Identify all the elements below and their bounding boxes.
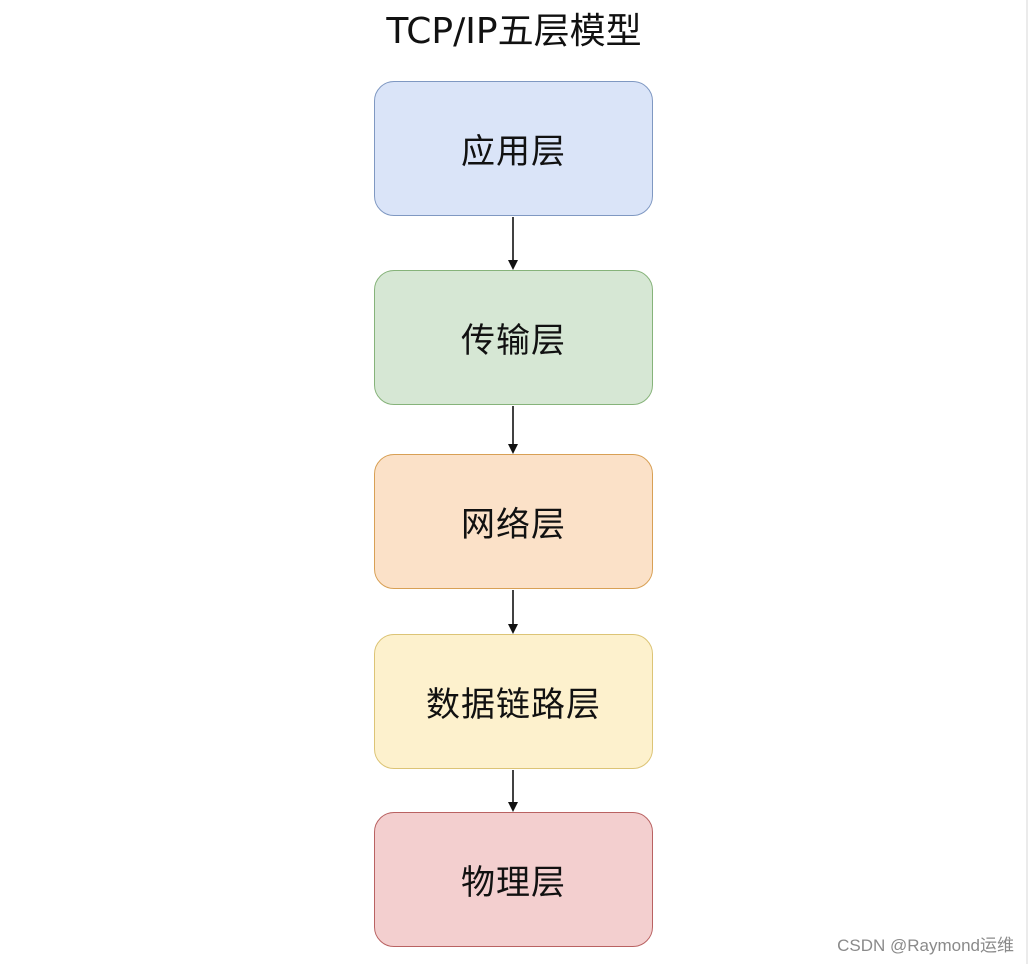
application-layer-box: 应用层: [374, 81, 653, 216]
data-link-layer-label: 数据链路层: [426, 685, 601, 725]
data-link-layer-box: 数据链路层: [374, 634, 653, 769]
network-layer-label: 网络层: [461, 505, 566, 545]
diagram-title: TCP/IP五层模型: [386, 11, 642, 52]
transport-layer-box: 传输层: [374, 270, 653, 405]
physical-layer-box: 物理层: [374, 812, 653, 947]
right-edge-divider: [1026, 0, 1028, 964]
transport-layer-label: 传输层: [461, 321, 566, 361]
csdn-watermark: CSDN @Raymond运维: [837, 936, 1014, 955]
application-layer-label: 应用层: [461, 132, 566, 172]
network-layer-box: 网络层: [374, 454, 653, 589]
physical-layer-label: 物理层: [461, 863, 566, 903]
